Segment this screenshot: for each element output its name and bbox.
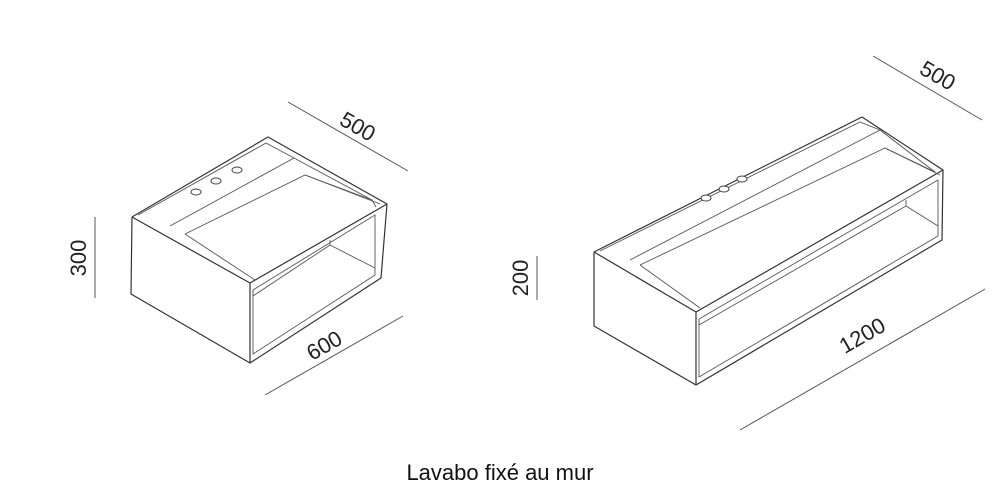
- small-basin-front: [184, 233, 256, 281]
- small-basin-ridge: [304, 174, 381, 205]
- large-shelf-back: [905, 205, 939, 227]
- large-washbasin-drawing: [593, 116, 944, 386]
- large-basin-ridge: [884, 147, 941, 176]
- large-height-label: 200: [508, 260, 533, 297]
- small-depth-label: 500: [336, 106, 380, 146]
- small-washbasin-drawing: [130, 136, 388, 364]
- small-faucet-holes: [190, 166, 243, 196]
- large-shelf-opening: [698, 179, 939, 378]
- small-outline: [130, 136, 388, 364]
- large-faucet-hole-1: [700, 194, 712, 202]
- large-top-inner-lip: [599, 121, 936, 252]
- small-width-dimension-line: [264, 315, 404, 396]
- large-top-front-edge: [593, 169, 944, 313]
- large-shelf-inner: [698, 200, 907, 326]
- small-depth-dimension-line: [287, 101, 409, 172]
- small-top-inner-lip: [137, 142, 377, 216]
- large-width-dimension-line: [739, 288, 986, 431]
- small-width-label: 600: [302, 325, 346, 365]
- drawing-caption: Lavabo fixé au mur: [406, 460, 594, 485]
- small-height-label: 300: [66, 240, 91, 277]
- small-faucet-hole-1: [190, 188, 202, 196]
- small-rim-line: [169, 157, 295, 227]
- small-shelf-inner: [252, 240, 331, 297]
- large-faucet-hole-2: [718, 185, 730, 193]
- large-faucet-hole-3: [736, 175, 748, 183]
- large-basin-front: [639, 264, 701, 309]
- large-depth-dimension-line: [872, 55, 983, 121]
- small-top-front-edge: [131, 203, 388, 284]
- large-width-label: 1200: [835, 312, 890, 358]
- small-faucet-hole-3: [231, 166, 243, 174]
- large-rim-line: [629, 129, 881, 261]
- large-outline: [593, 116, 944, 386]
- large-depth-label: 500: [916, 55, 960, 95]
- small-faucet-hole-2: [210, 177, 222, 185]
- small-shelf-opening: [252, 214, 376, 355]
- large-faucet-holes: [700, 175, 748, 202]
- small-shelf-back: [329, 244, 376, 269]
